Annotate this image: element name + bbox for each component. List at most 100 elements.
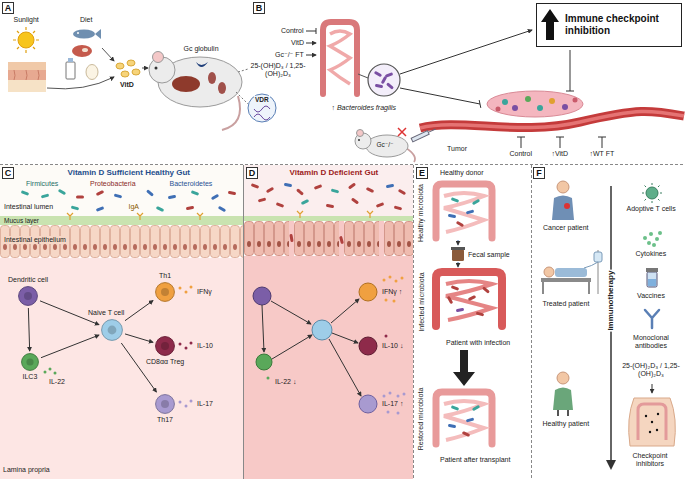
treated-patient — [541, 278, 591, 282]
treatment-arrows — [306, 28, 316, 34]
effect-lines — [566, 50, 574, 91]
panel-letter: A — [2, 2, 14, 14]
text-label: Proteobacteria — [90, 180, 136, 188]
restored-gut — [462, 431, 471, 437]
fecal-sample — [458, 262, 459, 267]
blood-vessel — [420, 111, 684, 128]
vaccine-icon — [646, 268, 658, 287]
cytokine-dots — [387, 411, 390, 414]
sun-icon — [13, 27, 39, 53]
cytokine-dots — [185, 347, 188, 350]
differentiation-arrows — [271, 301, 311, 324]
text-label: Gc⁻/⁻ — [376, 141, 395, 148]
vitd-arrows — [47, 77, 114, 89]
food-icons — [66, 29, 101, 80]
tumor-figure — [562, 104, 568, 110]
sun-icon — [18, 32, 34, 48]
lumen-bacteria — [276, 202, 285, 208]
restored-gut — [451, 405, 460, 411]
fecal-sample — [458, 240, 459, 245]
cell-shape — [155, 394, 175, 414]
cell-circle: Th1 — [155, 282, 175, 302]
connector-arrow — [28, 308, 29, 351]
food-icons — [82, 48, 88, 52]
cytokine-dots — [389, 392, 392, 395]
text-label: Patient with infection — [446, 339, 510, 347]
text-label: IL-22 — [48, 378, 66, 386]
immune-cells — [359, 395, 377, 413]
lumen-bacteria — [314, 184, 323, 190]
cell-circle: CD8αα Treg — [155, 336, 175, 356]
mouse-figure — [218, 82, 226, 94]
skin-icon — [8, 62, 46, 92]
restored-gut — [466, 418, 475, 423]
healthy-patient — [558, 410, 568, 416]
text-label: IFNγ ↑ — [381, 288, 403, 296]
t-cell-icon — [646, 187, 658, 199]
cytokine-dots — [185, 405, 188, 408]
panel-letter-text: F — [534, 168, 544, 178]
text-label: Control — [281, 27, 304, 35]
immunotherapy-arrow — [606, 186, 616, 470]
cytokine-icon — [652, 243, 656, 247]
panel-backgrounds — [244, 216, 413, 221]
panel-letter-text: A — [3, 3, 13, 13]
text-label: Fecal sample — [468, 251, 510, 259]
sun-icon — [13, 27, 39, 53]
cell-shape — [101, 319, 123, 341]
box-text: Immune checkpoint inhibition — [565, 13, 675, 37]
checkpoint-icon — [652, 384, 653, 393]
healthy-patient — [553, 388, 573, 411]
blood-vessel — [420, 111, 684, 128]
lumen-bacteria — [367, 211, 373, 218]
immune-cells — [253, 283, 377, 413]
text-label: Healthy patient — [543, 420, 590, 428]
text-label: Treated patient — [543, 300, 590, 308]
infected-gut — [436, 272, 502, 326]
cytokine-dots — [179, 343, 182, 346]
intestine-icon — [323, 22, 357, 94]
restored-gut — [472, 405, 480, 412]
cytokine-dots — [393, 300, 396, 303]
treatment-arrows — [306, 43, 316, 44]
cytokine-dots — [179, 401, 182, 404]
knockout-mouse — [358, 139, 360, 141]
infected-gut — [456, 308, 464, 312]
cytokine-dots — [397, 412, 400, 415]
infected-gut — [436, 272, 502, 326]
vdr-icon — [248, 94, 276, 122]
text-label: Patient after transplant — [440, 456, 510, 464]
lumen-bacteria — [96, 190, 105, 196]
leader-lines — [236, 69, 248, 104]
healthy-gut — [444, 193, 484, 232]
tumor-figure — [549, 98, 555, 104]
lumen-bacteria — [191, 190, 200, 196]
magnifier-icon — [368, 64, 400, 96]
text-label: Intestinal epithelium — [3, 236, 67, 244]
cytokine-icon — [643, 236, 647, 240]
tumor-figure — [496, 107, 501, 112]
text-label: Infected microbiota — [417, 271, 425, 332]
restored-gut — [436, 392, 492, 444]
panel-dividers — [413, 165, 414, 479]
infected-gut — [447, 296, 454, 304]
skin-icon — [8, 70, 46, 80]
lumen-bacteria — [351, 197, 359, 204]
blood-vessel — [420, 111, 684, 128]
text-label: Vaccines — [637, 292, 665, 300]
healthy-gut — [436, 184, 492, 238]
text-label: Monoclonal antibodies — [620, 334, 682, 350]
cytokine-dots — [190, 342, 193, 345]
cytokine-dots — [54, 372, 57, 375]
cell-nucleus — [24, 292, 32, 300]
iga-antibodies — [67, 213, 73, 220]
cell-label: Th1 — [159, 272, 171, 280]
text-label: Control — [510, 150, 533, 158]
checkpoint-icon — [629, 384, 676, 446]
immunotherapy-arrow — [606, 460, 616, 470]
effect-lines — [400, 88, 481, 108]
knockout-mouse — [398, 128, 406, 136]
knockout-mouse — [411, 127, 436, 142]
cell-nucleus — [161, 288, 169, 296]
